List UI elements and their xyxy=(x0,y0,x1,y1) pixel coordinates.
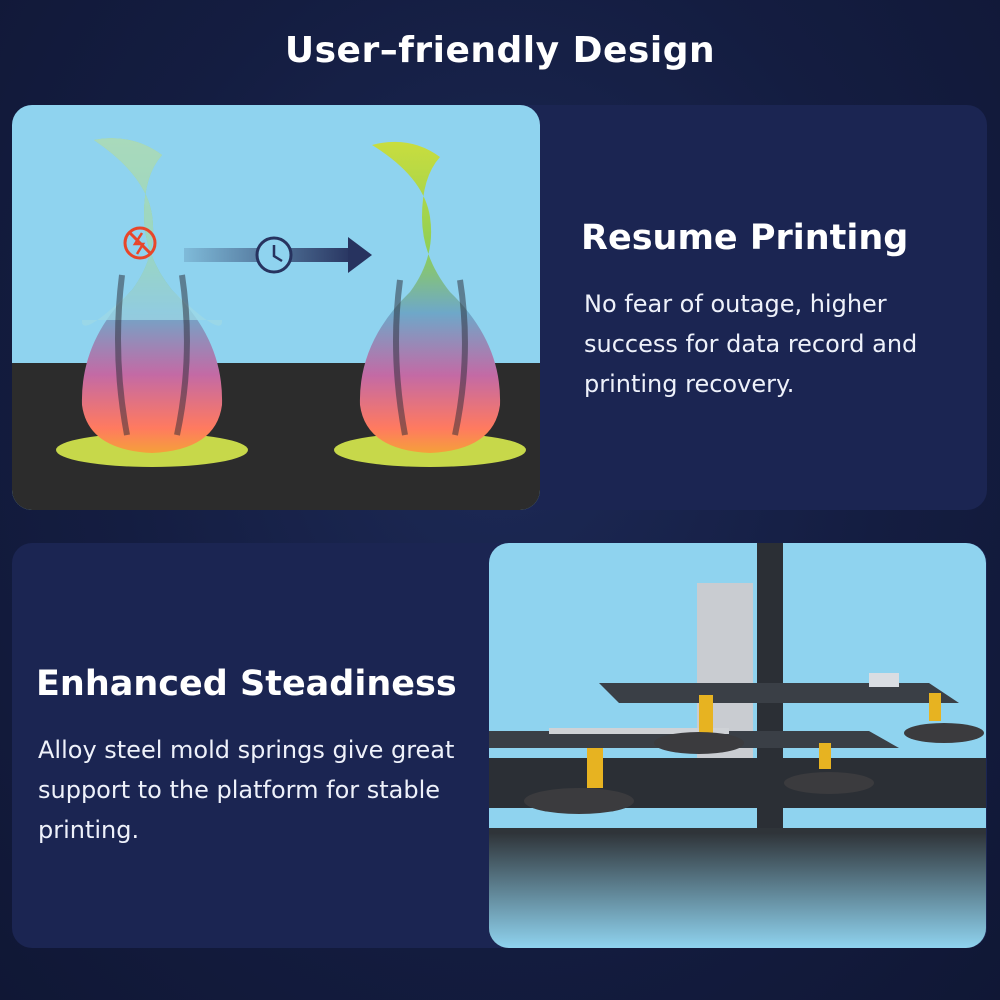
feature-description-enhanced-steadiness: Alloy steel mold springs give great supp… xyxy=(38,736,455,844)
feature-title-resume-printing: Resume Printing xyxy=(581,218,909,258)
no-power-icon xyxy=(123,226,157,260)
vase-after xyxy=(334,141,526,467)
clock-icon xyxy=(255,236,293,274)
leveling-knobs xyxy=(524,723,984,814)
feature-description-resume-printing: No fear of outage, higher success for da… xyxy=(584,290,918,398)
page-title: User–friendly Design xyxy=(284,30,716,71)
printer-illustration xyxy=(489,543,986,948)
mold-springs xyxy=(587,693,941,788)
feature-title-enhanced-steadiness: Enhanced Steadiness xyxy=(36,664,457,704)
vase-illustration xyxy=(12,105,540,510)
